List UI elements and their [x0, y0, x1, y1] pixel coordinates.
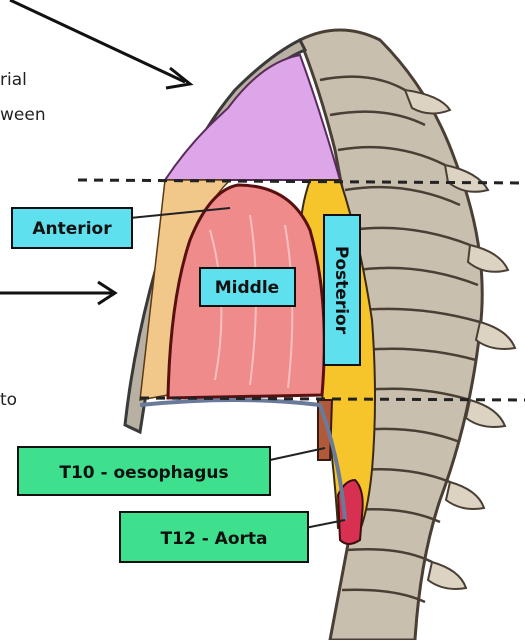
aorta-label: T12 - Aorta	[161, 529, 268, 549]
side-text-fragment-3: to	[0, 390, 17, 410]
oesophagus-label: T10 - oesophagus	[59, 463, 228, 483]
oesophagus-leader	[270, 448, 325, 460]
posterior-label: Posterior	[331, 246, 351, 335]
side-text-fragment-1: rial	[0, 70, 27, 90]
anterior-label: Anterior	[32, 219, 112, 239]
arrow-top-line	[10, 0, 185, 82]
middle-label: Middle	[215, 278, 279, 298]
side-text-fragment-2: ween	[0, 105, 46, 125]
